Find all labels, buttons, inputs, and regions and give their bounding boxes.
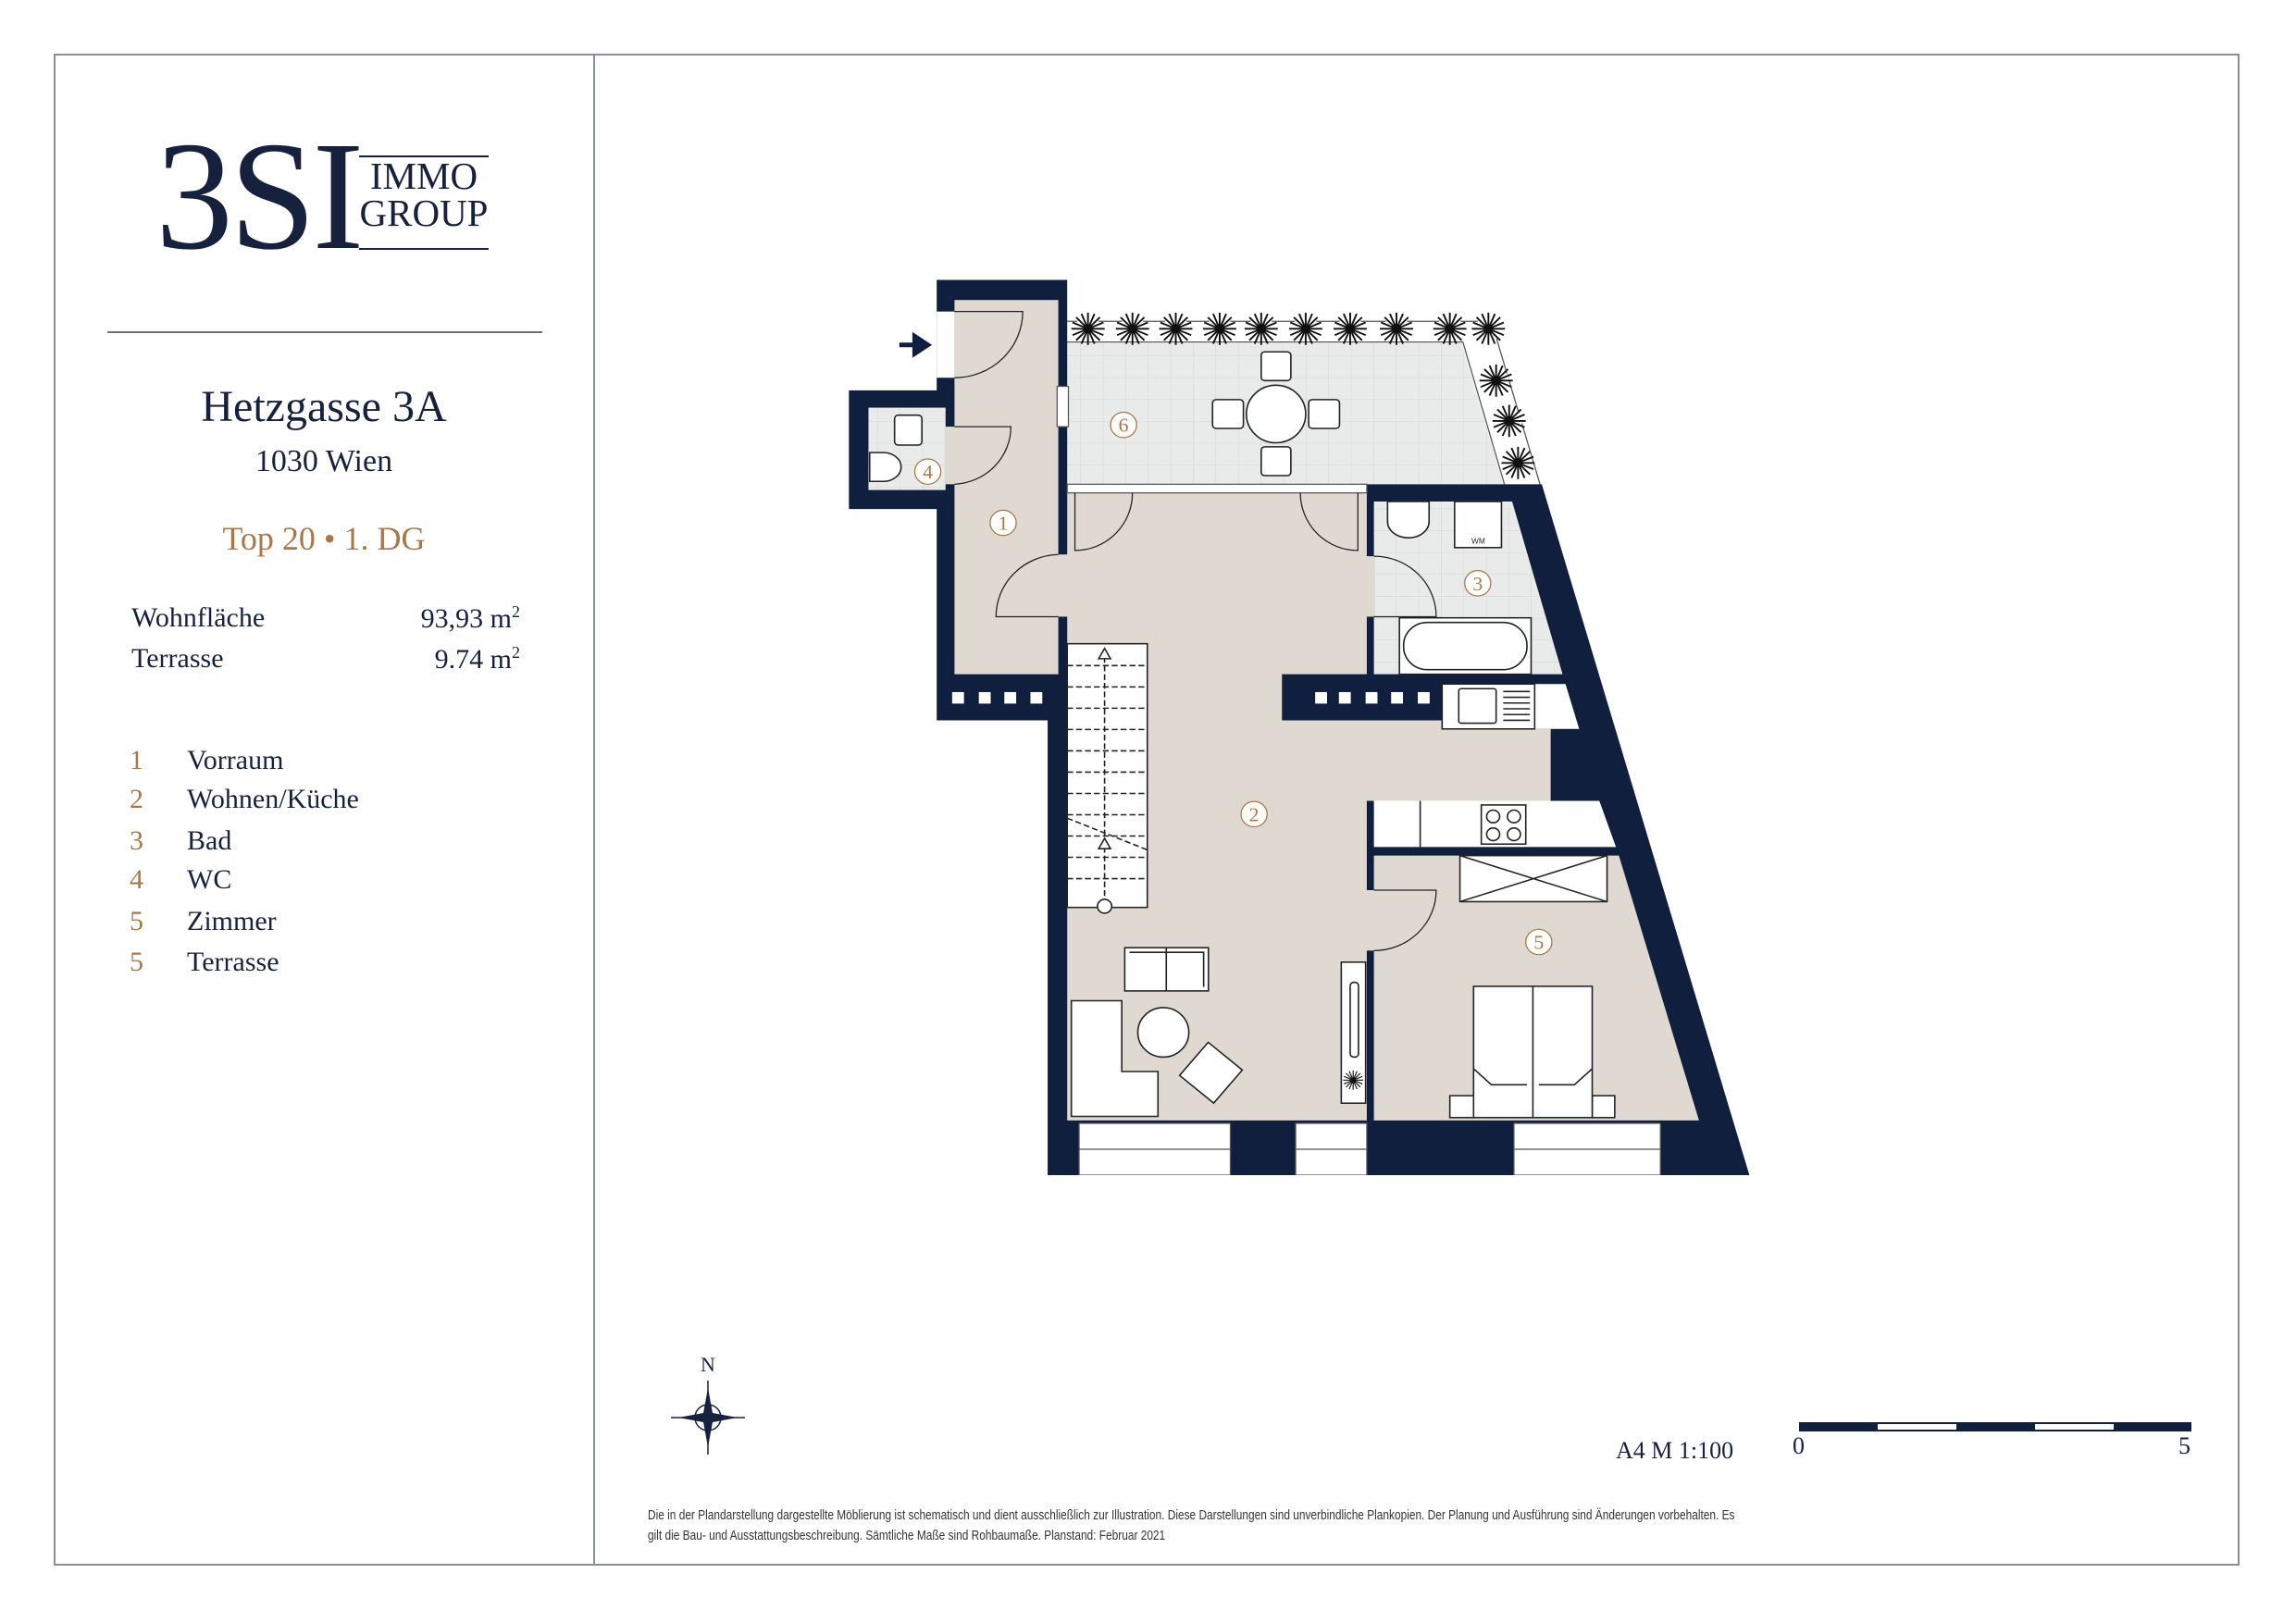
vorraum-window (1056, 385, 1070, 427)
room-number: 1 (130, 745, 143, 775)
room-number: 5 (130, 947, 143, 977)
project-address: Hetzgasse 3A (201, 382, 447, 431)
scale-format: A4 M 1:100 (1616, 1437, 1734, 1464)
area-value: 93,93 m (420, 603, 512, 634)
logo-3si: 3SI (155, 110, 364, 282)
room-label-4: 4 (923, 461, 933, 483)
terrace-glazing (1066, 483, 1368, 494)
page-frame (54, 54, 2240, 1566)
vorraum-floor (954, 300, 1059, 675)
entry-opening (937, 311, 955, 378)
armchair (1178, 1041, 1244, 1105)
room-label-6: 6 (1119, 415, 1129, 437)
room-name: Terrasse (187, 947, 279, 977)
doors (954, 311, 1437, 951)
coffee-table (1136, 1007, 1190, 1059)
room-label-5: 5 (1533, 932, 1544, 954)
area-value: 9.74 m (434, 644, 512, 675)
nightstand (1448, 1095, 1475, 1119)
room-number: 5 (130, 906, 143, 936)
area-value-terrasse: 9.74 m2 (352, 643, 520, 675)
wc-toilet (893, 414, 923, 446)
nightstand (1591, 1095, 1616, 1119)
disclaimer-line-1: Die in der Plandarstellung dargestellte … (648, 1508, 1735, 1523)
plant-icon (1342, 1070, 1364, 1091)
scale-bar (1799, 1422, 2191, 1431)
washing-machine (1453, 501, 1503, 549)
washing-machine-label: WM (1471, 538, 1485, 546)
disclaimer-line-2: gilt die Bau- und Ausstattungsbeschreibu… (648, 1529, 1166, 1543)
area-label-wohnflaeche: Wohnfläche (131, 602, 266, 633)
logo-line-immo: IMMO (369, 155, 478, 197)
room-label-3: 3 (1472, 573, 1483, 595)
room-labels (913, 411, 1553, 956)
room-label-1: 1 (999, 513, 1009, 535)
room-name: Wohnen/Küche (187, 784, 359, 814)
header-divider (107, 331, 542, 333)
scale-start: 0 (1793, 1432, 1805, 1459)
unit-label: Top 20 • 1. DG (222, 520, 426, 557)
area-value-wohnflaeche: 93,93 m2 (352, 602, 520, 635)
room-name: Bad (187, 825, 232, 856)
entry-arrow-icon (899, 331, 933, 358)
area-unit-exponent: 2 (512, 643, 520, 662)
room-number: 3 (130, 825, 143, 856)
bath-sink (1386, 501, 1431, 539)
area-unit-exponent: 2 (512, 602, 520, 621)
room-name: Vorraum (187, 745, 284, 775)
wc-sink (868, 452, 902, 482)
north-label: N (701, 1353, 715, 1376)
room-name: Zimmer (187, 906, 277, 936)
logo-immo-group: IMMO GROUP (359, 155, 489, 250)
project-city: 1030 Wien (254, 444, 393, 478)
floor-plan: 1 2 3 4 5 6 WM (849, 279, 1750, 1175)
corner-sofa (1070, 999, 1160, 1118)
area-label-terrasse: Terrasse (131, 643, 224, 674)
ventilation-shafts (950, 690, 1432, 705)
terrace-dining-set (1211, 351, 1341, 477)
room-number: 4 (130, 864, 143, 895)
room-label-2: 2 (1249, 804, 1260, 826)
windows (1078, 1122, 1661, 1175)
north-compass-icon: N (671, 1353, 745, 1455)
scale-end: 5 (2178, 1432, 2191, 1459)
room-name: WC (187, 864, 232, 895)
panel-divider (593, 54, 595, 1566)
room-number: 2 (130, 784, 143, 814)
logo-line-group: GROUP (359, 192, 489, 234)
stairs (1066, 642, 1148, 909)
